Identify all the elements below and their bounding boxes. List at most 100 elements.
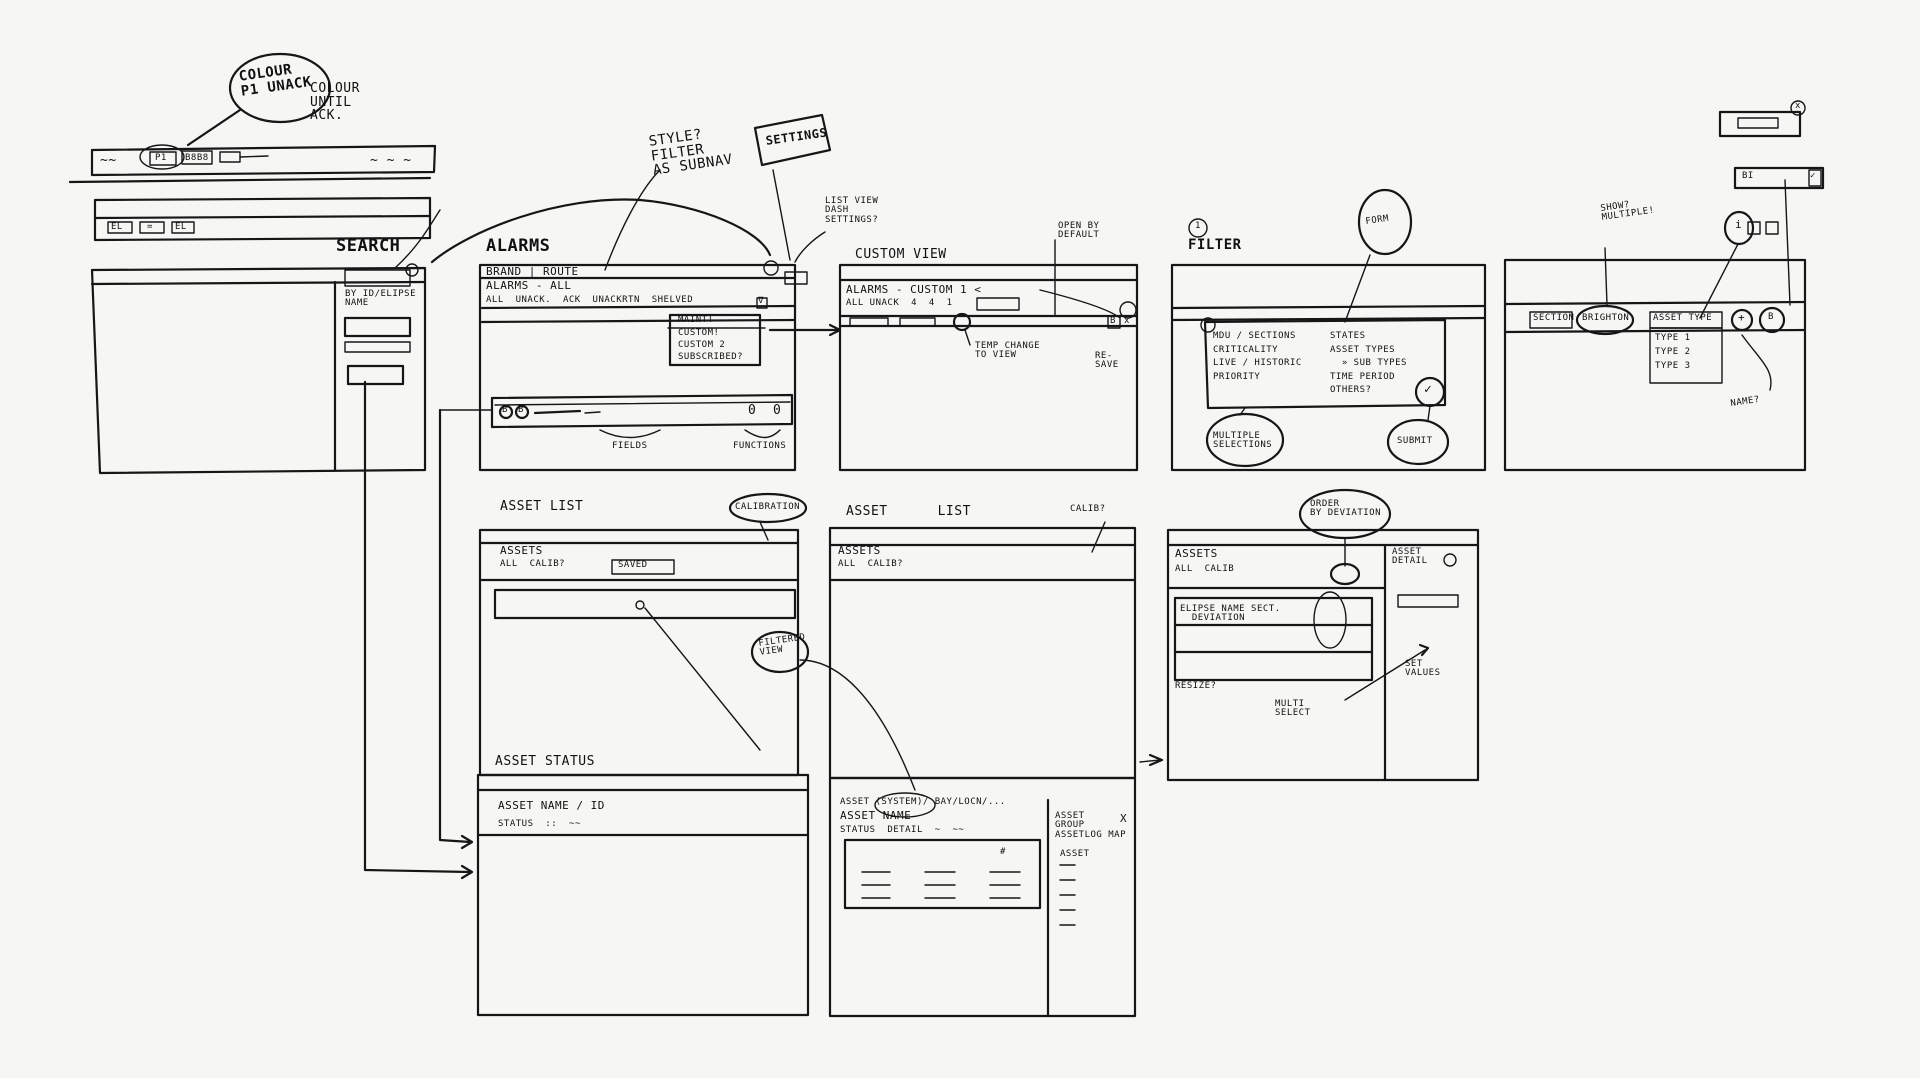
filter-number: 1 xyxy=(1195,221,1201,231)
asset-status2-wireframe xyxy=(799,659,1164,1018)
connector-filtered-2 xyxy=(799,659,916,791)
bar2-button-2[interactable]: = xyxy=(147,222,153,232)
custom-view-heading: ALARMS - CUSTOM 1 < xyxy=(846,283,982,296)
type-option-3[interactable]: TYPE 3 xyxy=(1655,361,1691,371)
callout-colour-until-ack: COLOUR UNTIL ACK. xyxy=(310,81,360,124)
filter-icon[interactable]: ∇ xyxy=(758,296,764,306)
alarms-brand-route: BRAND | ROUTE xyxy=(486,265,579,278)
dropdown-item-custom2[interactable]: CUSTOM 2 xyxy=(678,340,726,350)
bar1-right-squiggle: ~ ~ ~ xyxy=(370,153,412,168)
close-icon-2[interactable]: X xyxy=(1120,812,1128,825)
asset-status2-side-asset: ASSET xyxy=(1060,849,1090,859)
annotation-calibration: CALIBRATION xyxy=(735,502,801,512)
annotation-resave: RE- SAVE xyxy=(1095,351,1119,371)
asset-list-title: ASSET LIST xyxy=(500,499,584,514)
asset-status-title: ASSET STATUS xyxy=(495,754,595,769)
custom-view-wireframe xyxy=(838,239,1139,472)
asset-status2-path: ASSET (SYSTEM)/ BAY/LOCN/... xyxy=(840,797,1006,807)
save-icon-2[interactable]: B xyxy=(1768,312,1774,322)
asset-detail-tabs[interactable]: ALL CALIB xyxy=(1175,564,1235,574)
bar1-left-squiggle: ~~ xyxy=(100,153,117,168)
check-icon[interactable]: ✓ xyxy=(1424,382,1433,397)
alarms-title: ALARMS xyxy=(486,236,551,256)
close-icon[interactable]: x xyxy=(1124,316,1130,326)
asset-list2-tabs[interactable]: ALL CALIB? xyxy=(838,559,904,569)
chip-section[interactable]: SECTION xyxy=(1533,313,1575,323)
submit-button[interactable]: SUBMIT xyxy=(1397,436,1433,446)
filter-column-2[interactable]: STATES ASSET TYPES » SUB TYPES TIME PERI… xyxy=(1330,331,1407,395)
alarms-tabs[interactable]: ALL UNACK. ACK UNACKRTN SHELVED xyxy=(486,295,694,305)
connector-alarms-assetlist xyxy=(438,408,472,844)
alarms-all-heading: ALARMS - ALL xyxy=(486,279,572,292)
search-title: SEARCH xyxy=(336,236,401,256)
detail-button-1[interactable]: B xyxy=(502,405,508,415)
bar1-button-p1[interactable]: P1 xyxy=(155,153,167,163)
filter-column-1[interactable]: MDU / SECTIONS CRITICALITY LIVE / HISTOR… xyxy=(1213,331,1302,382)
annotation-multiple-selections: MULTIPLE SELECTIONS xyxy=(1213,431,1273,451)
asset-detail-side-title: ASSET DETAIL xyxy=(1392,547,1428,567)
asset-list-tabs[interactable]: ALL CALIB? xyxy=(500,559,566,569)
annotation-resize: RESIZE? xyxy=(1175,681,1217,691)
search-wireframe xyxy=(90,209,441,475)
asset-list2-title: ASSET LIST xyxy=(846,504,971,519)
annotation-listview-settings: LIST VIEW DASH SETTINGS? xyxy=(825,196,879,225)
chip-asset-type[interactable]: ASSET TYPE xyxy=(1653,313,1713,323)
asset-status-wireframe xyxy=(476,773,810,1017)
callout-settings xyxy=(753,113,832,167)
dropdown-item-maint[interactable]: MAINT! xyxy=(678,315,714,325)
custom-view-tabs[interactable]: ALL UNACK 4 4 1 xyxy=(846,298,953,308)
asset-status-heading: ASSET NAME / ID xyxy=(498,799,605,812)
connector-search-asset-status xyxy=(363,380,472,874)
mini-field[interactable]: BI xyxy=(1742,171,1754,181)
asset-list2-heading: ASSETS xyxy=(838,544,881,557)
mini-check-icon[interactable]: ✓ xyxy=(1810,171,1816,181)
detail-function-icons[interactable]: 0 0 xyxy=(748,403,782,418)
annotation-set-values: SET VALUES xyxy=(1405,659,1441,679)
callout-colour-p1 xyxy=(228,52,332,124)
annotation-calib: CALIB? xyxy=(1070,504,1106,514)
info-icon[interactable]: i xyxy=(1735,218,1743,231)
header-bar-sketch-2 xyxy=(93,196,432,242)
custom-view-title: CUSTOM VIEW xyxy=(855,247,947,262)
hash-icon: # xyxy=(1000,847,1006,857)
chip-brighton[interactable]: BRIGHTON xyxy=(1582,313,1630,323)
asset-status-line: STATUS :: ~~ xyxy=(498,819,581,829)
asset-list2-wireframe xyxy=(828,521,1137,780)
type-option-1[interactable]: TYPE 1 xyxy=(1655,333,1691,343)
asset-status2-side[interactable]: ASSET GROUP ASSETLOG MAP xyxy=(1055,811,1127,840)
bar1-button-2[interactable]: B8B8 xyxy=(185,153,209,163)
mini-close-icon[interactable]: x xyxy=(1795,101,1801,111)
connector-filtered xyxy=(644,607,761,751)
filter-title: FILTER xyxy=(1188,237,1242,253)
annotation-order-by-deviation: ORDER BY DEVIATION xyxy=(1310,499,1382,519)
add-icon[interactable]: + xyxy=(1738,311,1746,324)
asset-list-wireframe xyxy=(478,492,810,777)
bar2-button-3[interactable]: EL xyxy=(175,222,187,232)
filter-wireframe xyxy=(1170,188,1487,472)
annotation-multi-select: MULTI SELECT xyxy=(1275,699,1311,719)
saved-view-select[interactable]: SAVED xyxy=(618,560,648,570)
chips-wireframe xyxy=(1503,100,1825,472)
header-bar-sketch-1 xyxy=(68,144,437,184)
asset-status2-heading: ASSET NAME xyxy=(840,809,912,822)
asset-list-heading: ASSETS xyxy=(500,544,543,557)
alarms-wireframe xyxy=(438,169,808,850)
save-icon[interactable]: B xyxy=(1110,316,1116,326)
bar2-button-1[interactable]: EL xyxy=(111,222,123,232)
annotation-open-by-default: OPEN BY DEFAULT xyxy=(1058,221,1100,241)
dropdown-item-custom1[interactable]: CUSTOM! xyxy=(678,328,720,338)
asset-status2-detail: STATUS DETAIL ~ ~~ xyxy=(840,825,965,835)
detail-button-2[interactable]: B xyxy=(518,405,524,415)
type-option-2[interactable]: TYPE 2 xyxy=(1655,347,1691,357)
arrow-style xyxy=(604,169,661,271)
annotation-temp-change: TEMP CHANGE TO VIEW xyxy=(975,341,1041,361)
dropdown-item-subscribed[interactable]: SUBSCRIBED? xyxy=(678,352,744,362)
label-functions: FUNCTIONS xyxy=(733,441,787,451)
asset-row-header: ELIPSE NAME SECT. DEVIATION xyxy=(1180,604,1281,624)
connector-search-alarms xyxy=(430,198,772,264)
asset-detail-heading: ASSETS xyxy=(1175,547,1218,560)
search-field-label: BY ID/ELIPSE NAME xyxy=(345,289,417,309)
label-fields: FIELDS xyxy=(612,441,648,451)
